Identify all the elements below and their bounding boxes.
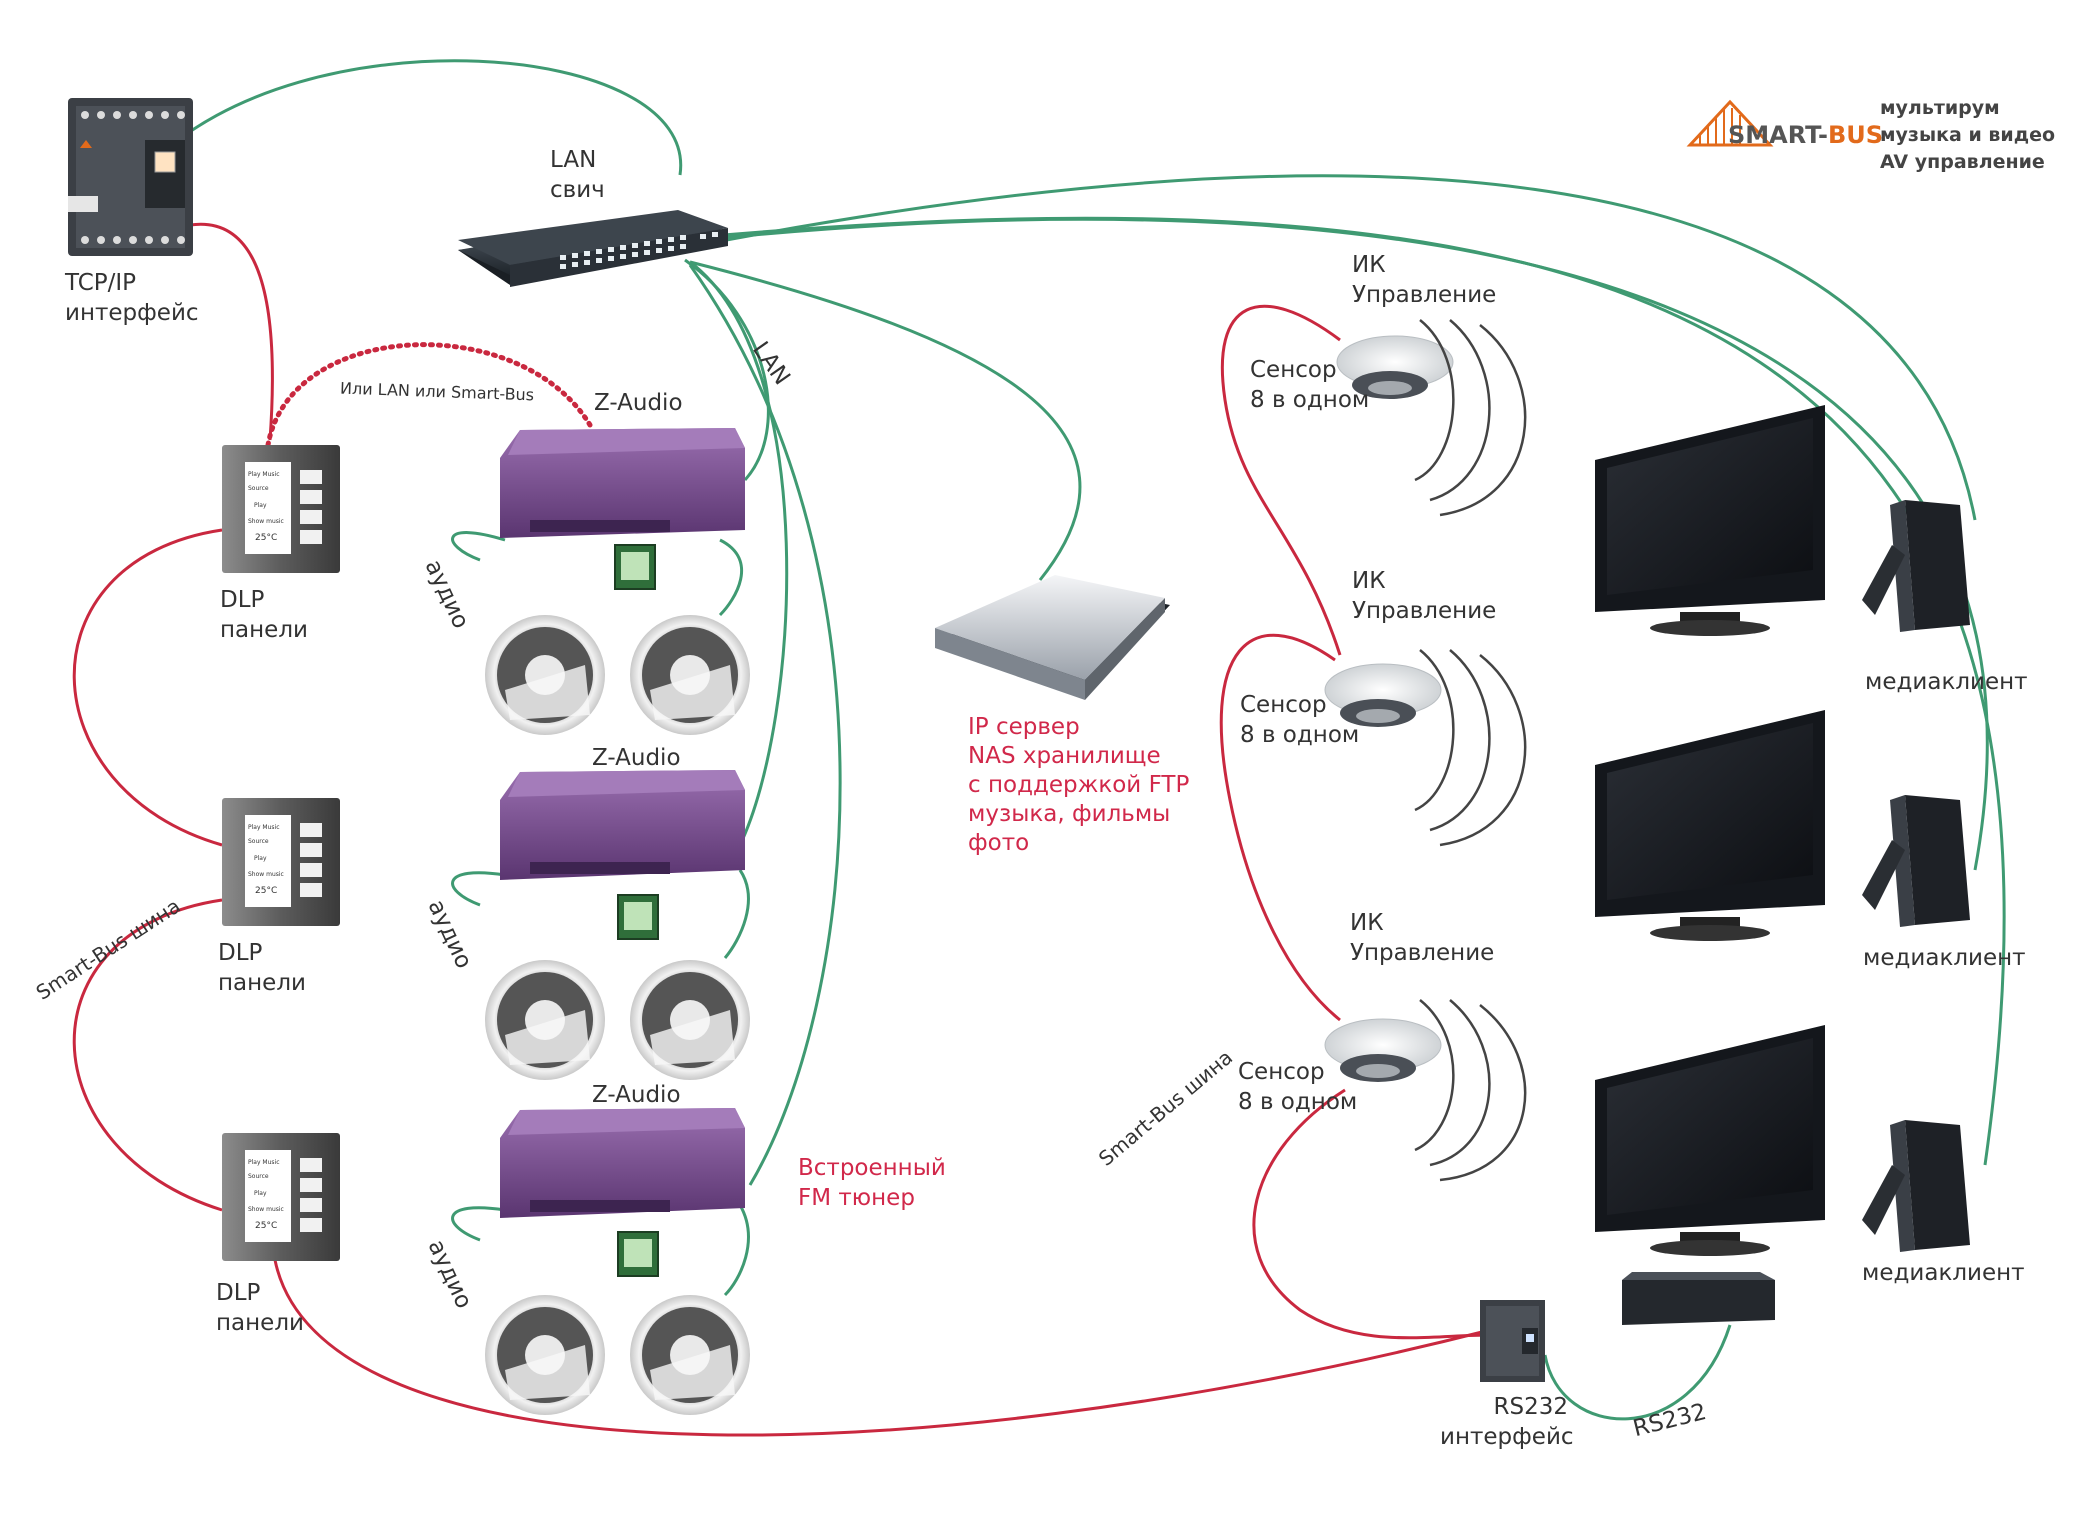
logo-tagline: мультирум музыка и видео AV управление — [1880, 95, 2055, 176]
bus-cable-dlp2-dlp3 — [72, 898, 223, 1212]
logo-wordmark: SMART-BUS — [1728, 121, 1883, 149]
audio-cable-3 — [451, 1206, 506, 1242]
panel-2-line1: Play Music — [248, 824, 280, 831]
speaker-3a — [485, 1295, 605, 1415]
panel-2-line5: 25°C — [255, 886, 277, 896]
label-dlp-1: DLP панели — [220, 587, 308, 643]
zaudio-unit-3 — [500, 1108, 745, 1277]
panel-2-line3: Play — [254, 855, 267, 862]
panel-3-line1: Play Music — [248, 1159, 280, 1166]
panel-1-line3: Play — [254, 502, 267, 509]
tv-3 — [1595, 1025, 1825, 1256]
lan-cable-nas — [689, 260, 1082, 581]
nas-storage — [935, 575, 1170, 700]
bus-cable-dlp3-rs232 — [273, 1259, 1491, 1437]
panel-1-line5: 25°C — [255, 533, 277, 543]
logo-tagline-2: музыка и видео — [1880, 124, 2056, 146]
panel-3-line5: 25°C — [255, 1221, 277, 1231]
logo-brand-main: SMART- — [1728, 121, 1828, 149]
media-client-2 — [1862, 795, 1970, 927]
panel-3-line3: Play — [254, 1190, 267, 1197]
lan-cables — [148, 59, 2006, 1421]
label-sensor-1: Сенсор 8 в одном — [1250, 357, 1370, 413]
label-zaudio-1: Z-Audio — [594, 390, 683, 416]
av-receiver — [1622, 1272, 1775, 1325]
tv-2 — [1595, 710, 1825, 941]
label-sensor-2: Сенсор 8 в одном — [1240, 692, 1360, 748]
ir-sensor-1 — [1336, 335, 1454, 399]
speaker-1a — [485, 615, 605, 735]
label-ir-1: ИК Управление — [1352, 252, 1497, 308]
label-ir-2: ИК Управление — [1352, 568, 1497, 624]
lan-switch — [458, 210, 728, 287]
bus-cable-sensor2 — [1219, 633, 1341, 1022]
bus-cable-sensor1 — [1220, 304, 1342, 656]
speaker-3b — [630, 1295, 750, 1415]
bus-cables — [72, 222, 1491, 1437]
logo-mark — [1686, 99, 1774, 147]
label-zaudio-3: Z-Audio — [592, 1082, 681, 1108]
logo-brand-accent: BUS — [1827, 121, 1884, 149]
rs232-cable — [1543, 1324, 1732, 1421]
label-nas: IP сервер NAS хранилище с поддержкой FTP… — [968, 714, 1190, 856]
ceiling-speakers — [485, 615, 750, 1415]
lan-cable-media-1 — [699, 174, 1977, 521]
lan-or-bus-link — [265, 342, 593, 448]
ir-sensor-3 — [1324, 1018, 1442, 1082]
bus-cable-dlp1-dlp2 — [72, 528, 223, 847]
audio-cable-2 — [451, 871, 506, 907]
lan-cable-zaudio-3 — [688, 264, 842, 1186]
lan-cable-media-3 — [699, 216, 2006, 1166]
lan-cable-tcpip — [148, 59, 683, 176]
panel-2-line4: Show music — [248, 871, 284, 878]
label-lan-switch: LAN свич — [550, 147, 605, 203]
label-sensor-3: Сенсор 8 в одном — [1238, 1059, 1358, 1115]
label-dlp-3: DLP панели — [216, 1280, 304, 1336]
smart-bus-logo — [1686, 99, 1774, 147]
dlp-panel-2 — [222, 798, 340, 926]
media-client-1 — [1862, 500, 1970, 632]
label-dlp-2: DLP панели — [218, 940, 306, 996]
ir-sensor-2 — [1324, 663, 1442, 727]
label-tcpip: TCP/IP интерфейс — [65, 270, 199, 326]
audio-cable-1b — [718, 538, 743, 617]
label-ir-3: ИК Управление — [1350, 910, 1495, 966]
label-mediaclient-1: медиаклиент — [1865, 669, 2028, 695]
panel-3-line2: Source — [248, 1173, 269, 1180]
audio-cable-2b — [723, 869, 750, 959]
label-rs232-interface: RS232 интерфейс — [1440, 1394, 1574, 1450]
lan-cable-zaudio-2 — [689, 260, 789, 846]
rs232-interface — [1480, 1300, 1545, 1382]
tv-1 — [1595, 405, 1825, 636]
label-mediaclient-2: медиаклиент — [1863, 945, 2026, 971]
audio-cable-1 — [451, 531, 506, 562]
dlp-panel-3 — [222, 1133, 340, 1261]
ir-waves — [1414, 319, 1527, 1182]
panel-3-line4: Show music — [248, 1206, 284, 1213]
logo-tagline-3: AV управление — [1880, 151, 2045, 173]
bus-cable-sensor3 — [1252, 1088, 1491, 1340]
media-client-3 — [1862, 1120, 1970, 1252]
panel-1-line4: Show music — [248, 518, 284, 525]
panel-1-line2: Source — [248, 485, 269, 492]
dlp-panel-1 — [222, 445, 340, 573]
label-zaudio-2: Z-Audio — [592, 745, 681, 771]
bus-cable-tcpip-dlp1 — [189, 222, 274, 441]
label-fm-tuner: Встроенный FM тюнер — [798, 1155, 946, 1211]
speaker-2b — [630, 960, 750, 1080]
speaker-2a — [485, 960, 605, 1080]
zaudio-unit-1 — [500, 428, 745, 590]
speaker-1b — [630, 615, 750, 735]
panel-2-line2: Source — [248, 838, 269, 845]
panel-1-line1: Play Music — [248, 471, 280, 478]
zaudio-unit-2 — [500, 770, 745, 940]
audio-cable-3b — [723, 1204, 750, 1297]
logo-tagline-1: мультирум — [1880, 97, 2000, 119]
tcpip-interface — [68, 98, 193, 256]
label-mediaclient-3: медиаклиент — [1862, 1260, 2025, 1286]
